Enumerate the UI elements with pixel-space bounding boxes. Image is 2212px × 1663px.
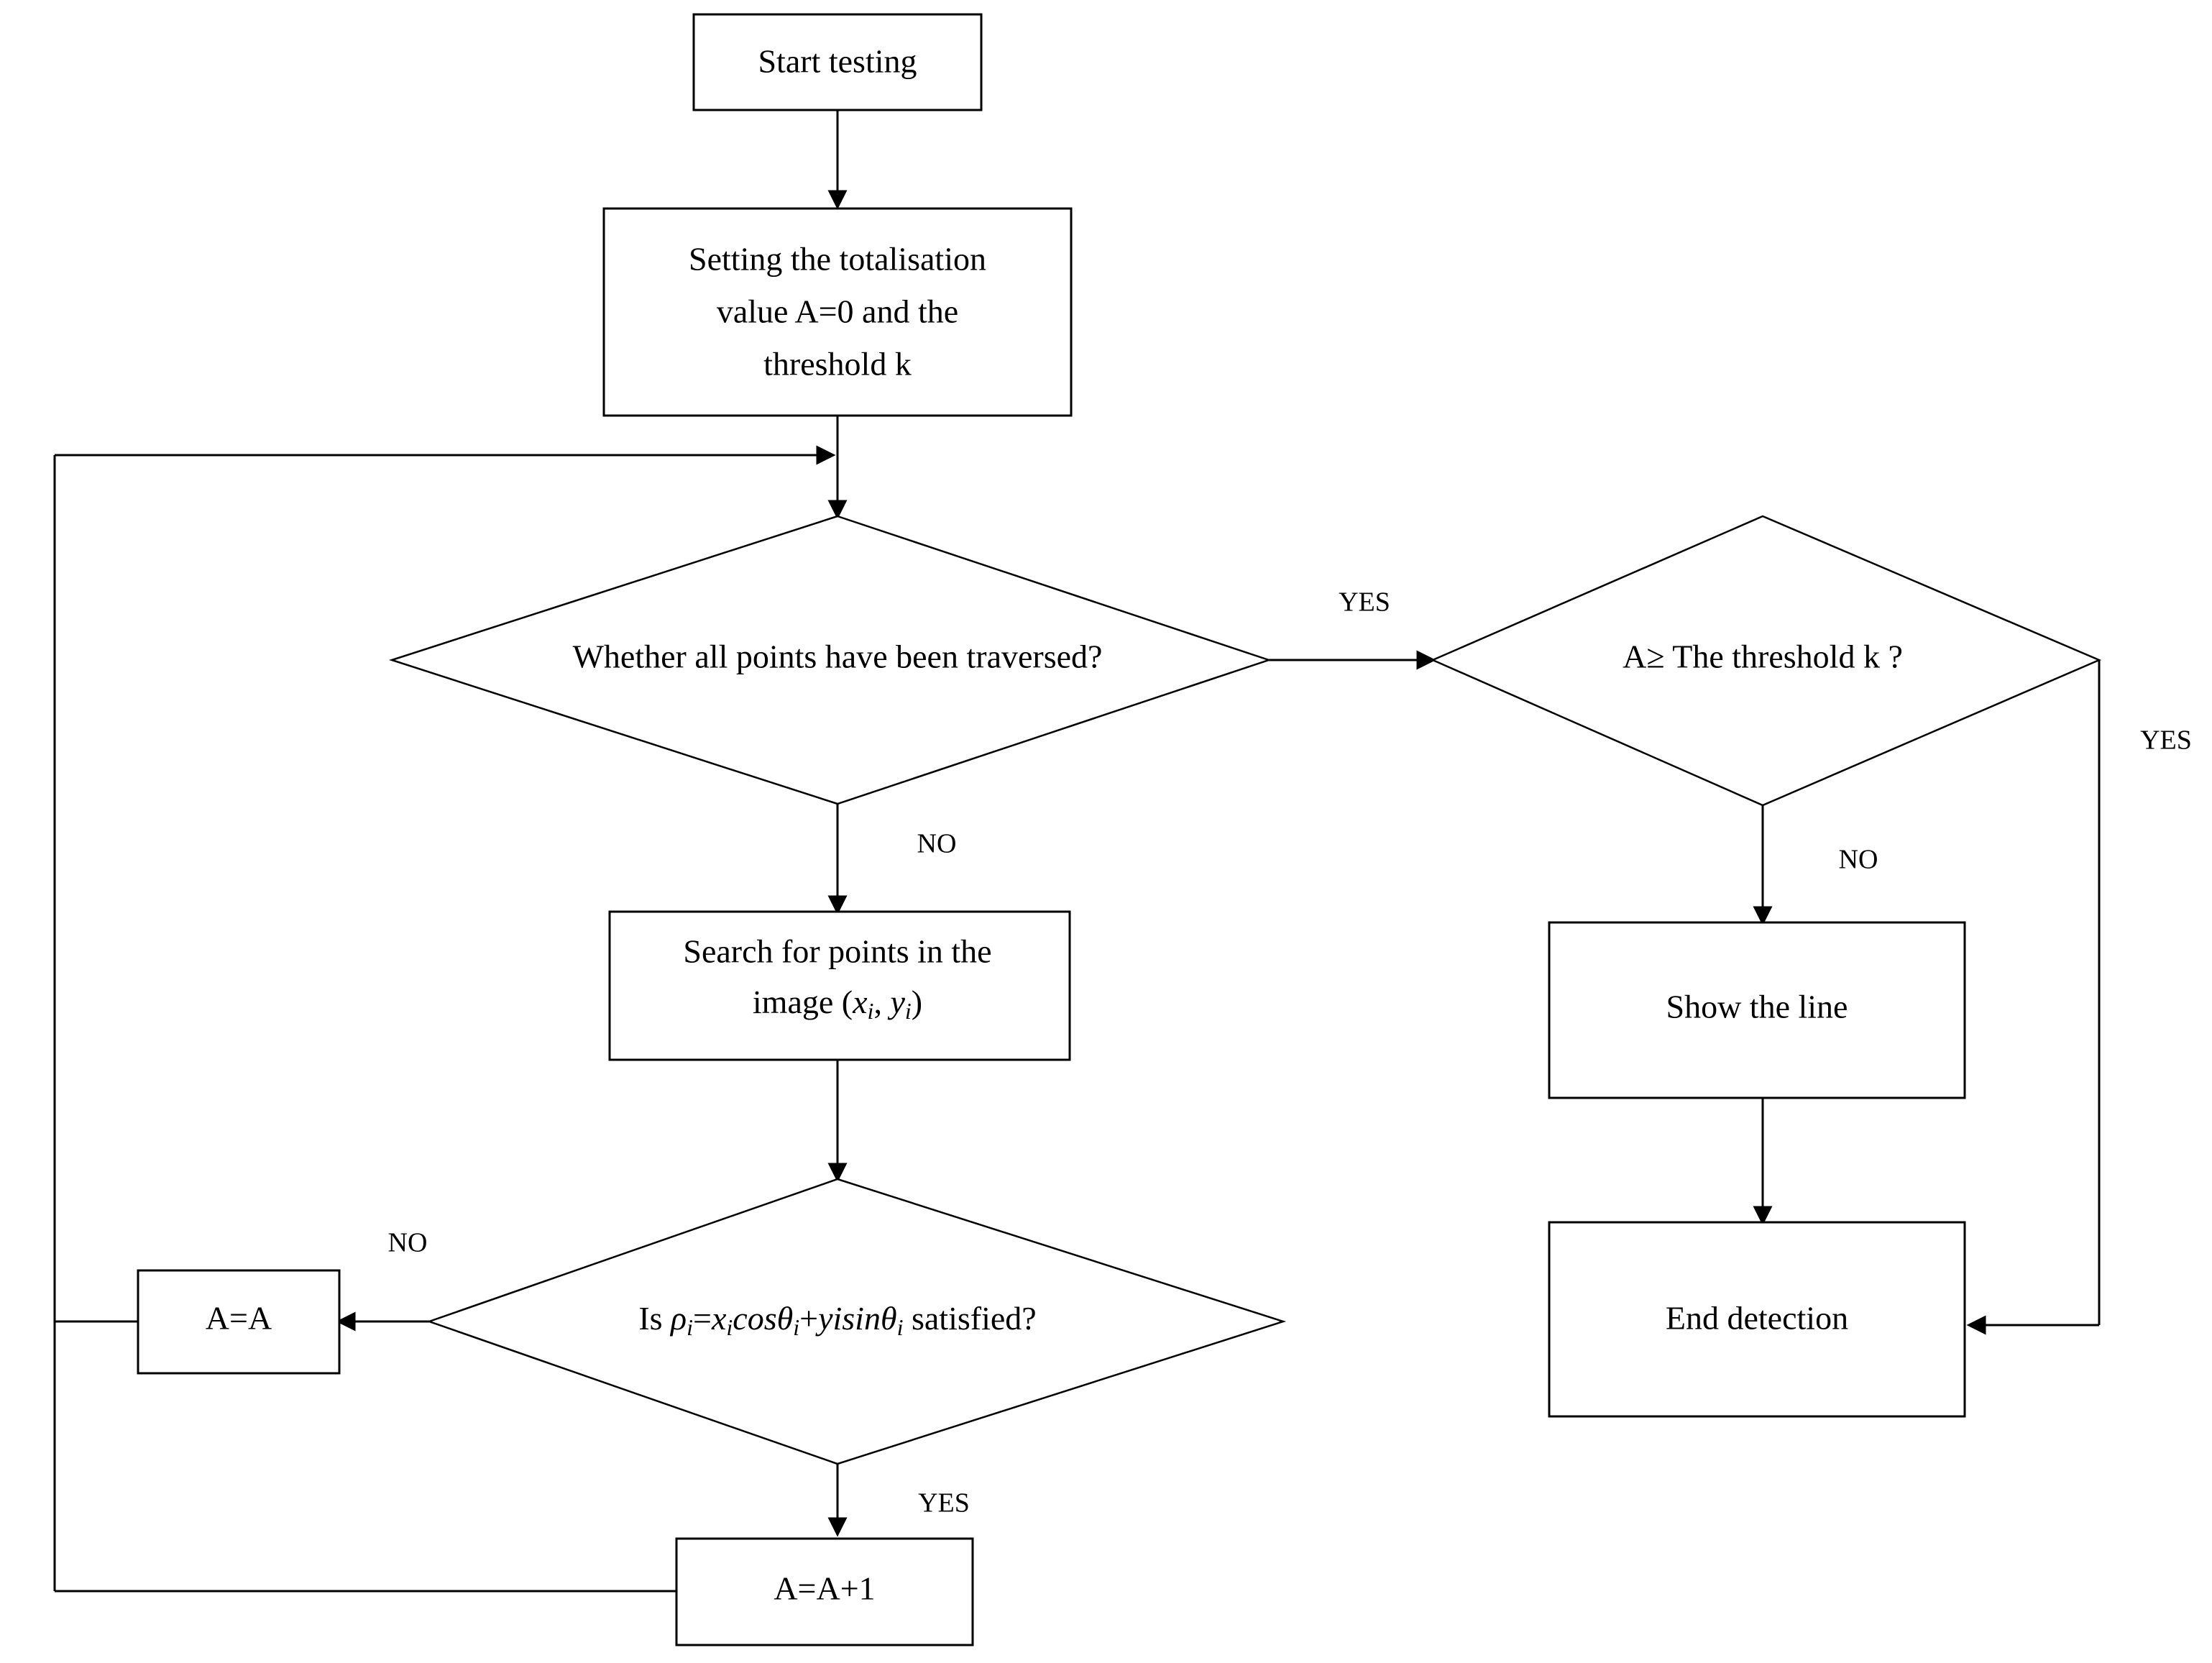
node-condition-equation[interactable] — [426, 1178, 1287, 1465]
node-end-detection[interactable] — [1548, 1221, 1966, 1418]
node-start-testing[interactable] — [692, 13, 983, 111]
search-points-separator: , — [873, 984, 890, 1020]
node-setting-totalisation[interactable] — [602, 207, 1073, 417]
node-threshold-check-label: A≥ The threshold k ? — [1623, 638, 1903, 675]
node-search-points-line2: image (xi, yi) — [753, 984, 922, 1025]
condition-theta2-sub: i — [897, 1314, 904, 1340]
node-a-equals-a-label: A=A — [206, 1300, 272, 1337]
search-points-prefix: image ( — [753, 984, 853, 1020]
condition-yisin: yisin — [815, 1300, 881, 1337]
condition-equals: = — [693, 1300, 712, 1337]
condition-suffix: satisfied? — [903, 1300, 1036, 1337]
condition-x-sub: i — [726, 1314, 733, 1340]
condition-rho: ρ — [669, 1300, 687, 1337]
condition-plus: + — [799, 1300, 818, 1337]
search-points-var-y: y — [887, 984, 905, 1020]
edge-label-condition-no: NO — [388, 1228, 428, 1258]
node-a-equals-a[interactable] — [137, 1269, 341, 1375]
node-show-line[interactable] — [1548, 921, 1966, 1099]
edge-label-threshold-yes: YES — [2140, 725, 2192, 756]
node-a-increment[interactable] — [675, 1537, 974, 1646]
node-a-increment-label: A=A+1 — [774, 1570, 875, 1607]
edge-label-traversed-yes: YES — [1339, 587, 1390, 618]
search-points-sub-y: i — [905, 998, 912, 1024]
node-setting-line2: value A=0 and the — [717, 293, 958, 330]
edge-label-threshold-no: NO — [1839, 845, 1878, 875]
search-points-suffix: ) — [912, 984, 922, 1020]
node-search-points[interactable] — [608, 910, 1071, 1061]
node-whether-traversed-label: Whether all points have been traversed? — [573, 638, 1103, 675]
node-end-detection-label: End detection — [1666, 1300, 1848, 1337]
search-points-sub-x: i — [868, 998, 874, 1024]
search-points-var-x: x — [852, 984, 868, 1020]
node-search-points-line1: Search for points in the — [683, 933, 991, 970]
node-whether-traversed[interactable] — [388, 515, 1272, 805]
condition-prefix: Is — [638, 1300, 671, 1337]
edge-label-traversed-no: NO — [917, 829, 957, 859]
condition-theta1-sub: i — [793, 1314, 799, 1340]
node-setting-line1: Setting the totalisation — [689, 241, 986, 278]
condition-rho-sub: i — [687, 1314, 693, 1340]
node-show-line-label: Show the line — [1666, 989, 1848, 1025]
condition-theta1: θ — [777, 1300, 794, 1337]
edge-label-condition-yes: YES — [918, 1488, 970, 1518]
node-condition-equation-label: Is ρi=xicosθi+yisinθi satisfied? — [638, 1300, 1036, 1341]
condition-cos: cos — [733, 1300, 776, 1337]
condition-x: x — [711, 1300, 727, 1337]
node-setting-line3: threshold k — [763, 346, 912, 382]
node-start-testing-label: Start testing — [758, 43, 917, 80]
condition-theta2: θ — [881, 1300, 897, 1337]
node-threshold-check[interactable] — [1430, 515, 2102, 807]
